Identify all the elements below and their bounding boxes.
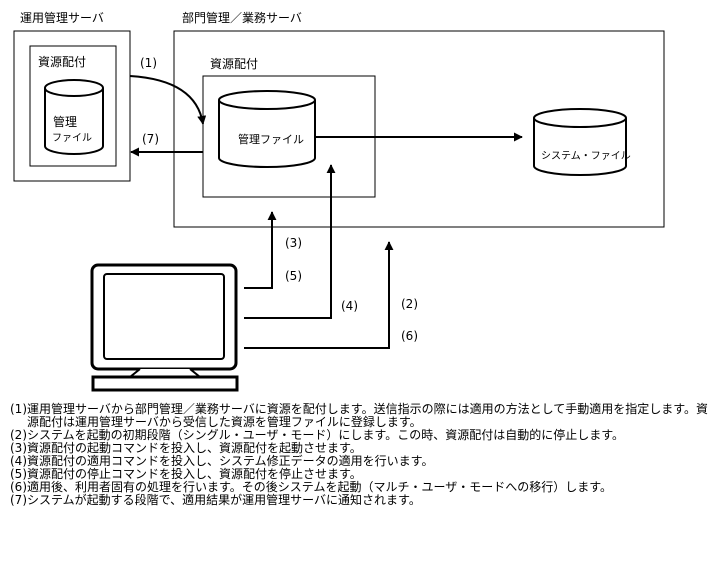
arrow-label-7: (7)	[142, 132, 159, 146]
admin-server-title: 運用管理サーバ	[20, 10, 104, 25]
dept-server-box	[173, 30, 665, 228]
workflow-diagram: 運用管理サーバ 資源配付 管理 ファイル 部門管理／業務サーバ 資源配付 管理フ…	[13, 10, 665, 392]
note-text: 資源配付の起動コマンドを投入し、資源配付を起動させます。	[27, 441, 362, 455]
admin-resource-label: 資源配付	[38, 55, 86, 69]
note-num: (2)	[10, 428, 27, 442]
note-num: (6)	[10, 480, 27, 494]
note-6: (6)適用後、利用者固有の処理を行います。その後システムを起動（マルチ・ユーザ・…	[10, 481, 710, 494]
note-num: (5)	[10, 467, 27, 481]
arrow-2-6	[244, 241, 394, 349]
note-num: (7)	[10, 493, 27, 507]
note-text: 資源配付の停止コマンドを投入し、資源配付を停止させます。	[27, 467, 362, 481]
arrow-label-2: (2)	[401, 297, 418, 311]
note-text: 資源配付の適用コマンドを投入し、システム修正データの適用を行います。	[27, 454, 434, 468]
dept-resource-label: 資源配付	[210, 57, 258, 71]
arrow-1	[129, 75, 207, 125]
admin-resource-box	[29, 45, 117, 167]
note-text: システムが起動する段階で、適用結果が運用管理サーバに通知されます。	[27, 493, 421, 507]
arrow-4	[244, 164, 336, 319]
system-file-label: システム・ファイル	[541, 150, 631, 162]
admin-server-box	[13, 30, 131, 182]
arrow-label-6: (6)	[401, 329, 418, 343]
admin-file-label-1: 管理	[53, 114, 77, 129]
arrow-label-4: (4)	[341, 299, 358, 313]
admin-file-label-2: ファイル	[52, 133, 92, 144]
note-7: (7)システムが起動する段階で、適用結果が運用管理サーバに通知されます。	[10, 494, 710, 507]
note-2: (2)システムを起動の初期段階（シングル・ユーザ・モード）にします。この時、資源…	[10, 429, 710, 442]
note-text: 適用後、利用者固有の処理を行います。その後システムを起動（マルチ・ユーザ・モード…	[27, 480, 613, 494]
arrow-label-3: (3)	[285, 236, 302, 250]
dept-server-title: 部門管理／業務サーバ	[182, 10, 302, 25]
note-3: (3)資源配付の起動コマンドを投入し、資源配付を起動させます。	[10, 442, 710, 455]
arrow-label-5: (5)	[285, 269, 302, 283]
terminal-monitor-icon	[90, 263, 239, 392]
note-num: (3)	[10, 441, 27, 455]
system-file-cylinder	[533, 108, 627, 176]
dept-file-label: 管理ファイル	[238, 132, 304, 146]
dept-file-cylinder	[218, 90, 316, 168]
note-4: (4)資源配付の適用コマンドを投入し、システム修正データの適用を行います。	[10, 455, 710, 468]
note-1: (1)運用管理サーバから部門管理／業務サーバに資源を配付します。送信指示の際には…	[10, 403, 710, 429]
arrow-3-5	[244, 211, 277, 289]
admin-file-cylinder	[44, 79, 104, 155]
note-5: (5)資源配付の停止コマンドを投入し、資源配付を停止させます。	[10, 468, 710, 481]
note-num: (1)	[10, 402, 27, 416]
note-text: システムを起動の初期段階（シングル・ユーザ・モード）にします。この時、資源配付は…	[27, 428, 625, 442]
arrow-label-1: (1)	[140, 56, 157, 70]
step-notes: (1)運用管理サーバから部門管理／業務サーバに資源を配付します。送信指示の際には…	[10, 403, 710, 507]
note-num: (4)	[10, 454, 27, 468]
note-text: 運用管理サーバから部門管理／業務サーバに資源を配付します。送信指示の際には適用の…	[27, 402, 709, 429]
